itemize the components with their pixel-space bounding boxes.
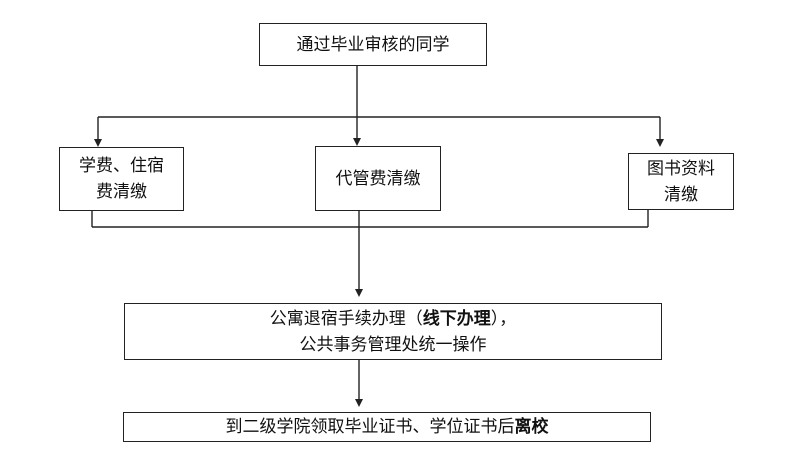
final-text: 到二级学院领取毕业证书、学位证书后离校 — [226, 414, 549, 440]
checkout-line-1: 公寓退宿手续办理（线下办理）， — [270, 306, 517, 332]
fee-dorm-line-1: 学费、住宿 — [79, 156, 164, 176]
start-node-text: 通过毕业审核的同学 — [296, 34, 450, 55]
fee-dorm-line-2: 费清缴 — [96, 182, 147, 202]
library-line-2: 清缴 — [664, 184, 698, 205]
checkout-prefix: 公寓退宿手续办理（ — [269, 308, 423, 329]
checkout-suffix: ）， — [490, 308, 517, 329]
start-node: 通过毕业审核的同学 — [259, 23, 487, 66]
fee-dorm-node: 学费、住宿 费清缴 — [59, 147, 184, 211]
agency-fee-text: 代管费清缴 — [335, 168, 421, 189]
final-node: 到二级学院领取毕业证书、学位证书后离校 — [123, 412, 651, 442]
library-line-1: 图书资料 — [647, 158, 715, 179]
library-node: 图书资料 清缴 — [628, 153, 734, 210]
final-emphasis: 离校 — [514, 417, 549, 437]
checkout-emphasis: 线下办理 — [422, 308, 491, 329]
checkout-node: 公寓退宿手续办理（线下办理）， 公共事务管理处统一操作 — [124, 303, 662, 360]
agency-fee-node: 代管费清缴 — [315, 146, 441, 211]
checkout-line-2: 公共事务管理处统一操作 — [299, 334, 487, 355]
final-prefix: 到二级学院领取毕业证书、学位证书后 — [225, 417, 515, 437]
